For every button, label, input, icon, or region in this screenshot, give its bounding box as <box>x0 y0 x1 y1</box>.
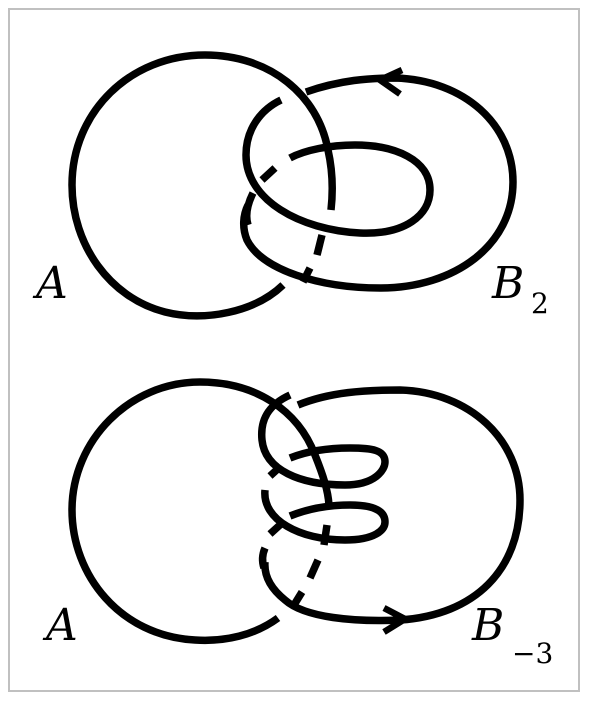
bottom-arrow-head <box>382 605 409 635</box>
top-b-outer-loop <box>240 74 517 292</box>
bottom-circle-a-under-2 <box>306 558 322 580</box>
bottom-label-b-subscript: −3 <box>512 637 554 670</box>
top-circle-a <box>68 51 336 320</box>
top-b-inner-dash <box>259 165 278 183</box>
bottom-b-coil-2-dash <box>267 521 284 537</box>
bottom-b-coil-3 <box>258 546 269 570</box>
figure-frame <box>8 8 580 692</box>
top-label-a: A <box>36 258 68 309</box>
bottom-b-outer-loop <box>261 386 524 625</box>
top-circle-a-under-1 <box>313 234 326 256</box>
bottom-b-coil-2 <box>261 489 389 544</box>
top-label-b: B <box>492 258 525 309</box>
bottom-link-diagram <box>68 378 524 645</box>
top-arrow-head <box>376 67 404 97</box>
bottom-circle-a <box>68 378 333 645</box>
top-b-inner-lower <box>242 191 257 227</box>
top-b-inner-upper <box>242 96 434 237</box>
bottom-label-b: B <box>472 600 505 651</box>
top-label-b-subscript: 2 <box>531 287 549 320</box>
bottom-label-a: A <box>46 600 78 651</box>
top-link-diagram <box>68 51 517 320</box>
bottom-b-coil-1 <box>257 391 389 489</box>
bottom-b-coil-1-dash <box>267 463 284 479</box>
